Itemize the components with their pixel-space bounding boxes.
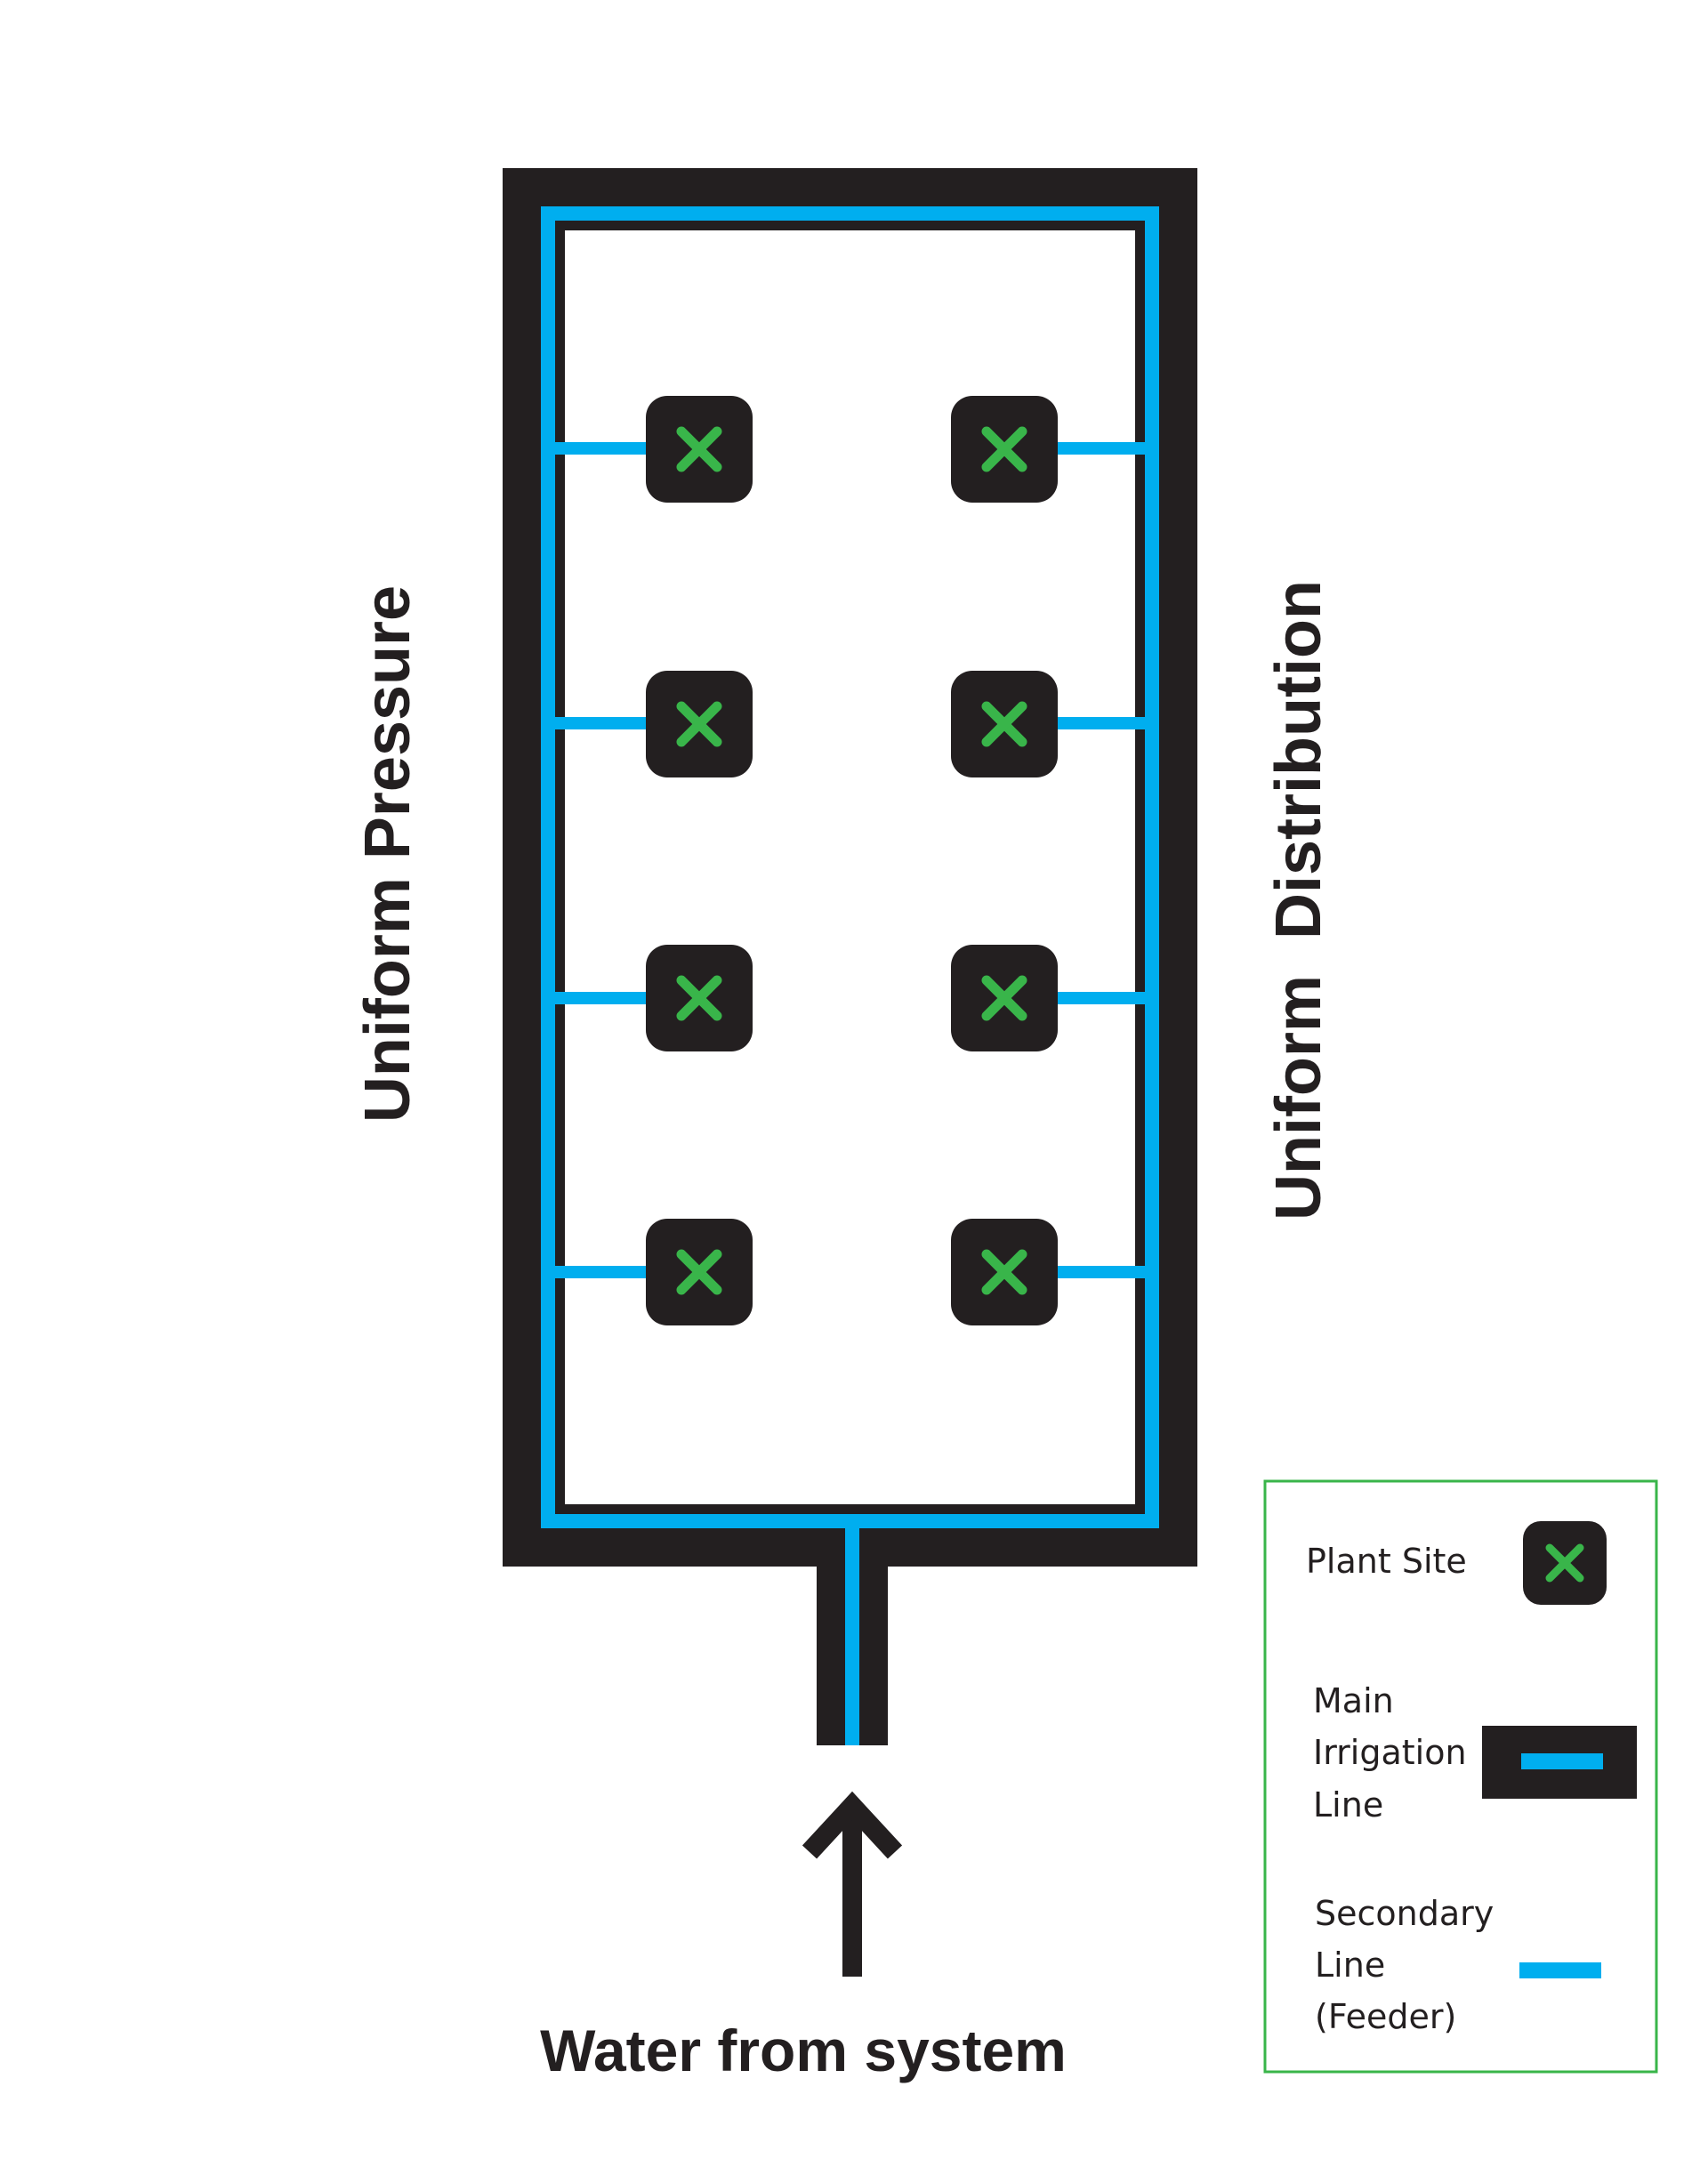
plant-site — [951, 396, 1058, 503]
uniform-pressure-label: Uniform Pressure — [352, 585, 423, 1123]
feeder-line — [555, 442, 653, 455]
x-icon — [981, 1249, 1027, 1295]
legend-main-line-label-3: Line — [1313, 1785, 1383, 1825]
feeder-line — [1045, 992, 1145, 1004]
x-icon — [676, 426, 722, 472]
plant-site — [951, 1219, 1058, 1325]
plant-site — [646, 396, 753, 503]
inlet-pipe-blue — [845, 1514, 859, 1745]
legend-secondary-line-swatch — [1519, 1962, 1601, 1978]
legend-plant-site-icon — [1523, 1521, 1607, 1605]
legend-main-line-label-2: Irrigation — [1313, 1733, 1467, 1772]
x-icon — [981, 975, 1027, 1021]
legend-main-line-swatch — [1482, 1726, 1637, 1799]
legend-secondary-line-label-2: Line — [1315, 1945, 1385, 1985]
feeder-line — [555, 1266, 653, 1278]
uniform-distribution-label: Uniform Distribution — [1263, 580, 1334, 1220]
plant-site — [951, 945, 1058, 1051]
feeder-lines-right — [1045, 442, 1145, 1278]
water-from-system-label: Water from system — [540, 2018, 1067, 2083]
feeder-line — [555, 717, 653, 729]
x-icon — [676, 975, 722, 1021]
legend-main-line-label-1: Main — [1313, 1681, 1394, 1720]
legend: Plant Site Main Irrigation Line Secondar… — [1263, 1479, 1658, 2074]
legend-plant-site-label: Plant Site — [1306, 1542, 1467, 1581]
x-icon — [981, 426, 1027, 472]
feeder-line — [1045, 442, 1145, 455]
plant-site — [646, 945, 753, 1051]
feeder-lines-left — [555, 442, 653, 1278]
x-icon — [981, 701, 1027, 747]
feeder-line — [1045, 1266, 1145, 1278]
plant-site — [646, 671, 753, 777]
plant-site — [646, 1219, 753, 1325]
water-flow-arrow-icon — [802, 1791, 903, 1977]
legend-secondary-line-label-1: Secondary — [1315, 1894, 1494, 1933]
plant-site — [951, 671, 1058, 777]
x-icon — [676, 701, 722, 747]
feeder-line — [1045, 717, 1145, 729]
plant-sites — [646, 396, 1058, 1325]
main-irrigation-loop — [503, 168, 1197, 1567]
legend-secondary-line-label-3: (Feeder) — [1315, 1997, 1456, 2036]
feeder-line — [555, 992, 653, 1004]
inlet-pipe — [817, 1514, 888, 1745]
x-icon — [676, 1249, 722, 1295]
